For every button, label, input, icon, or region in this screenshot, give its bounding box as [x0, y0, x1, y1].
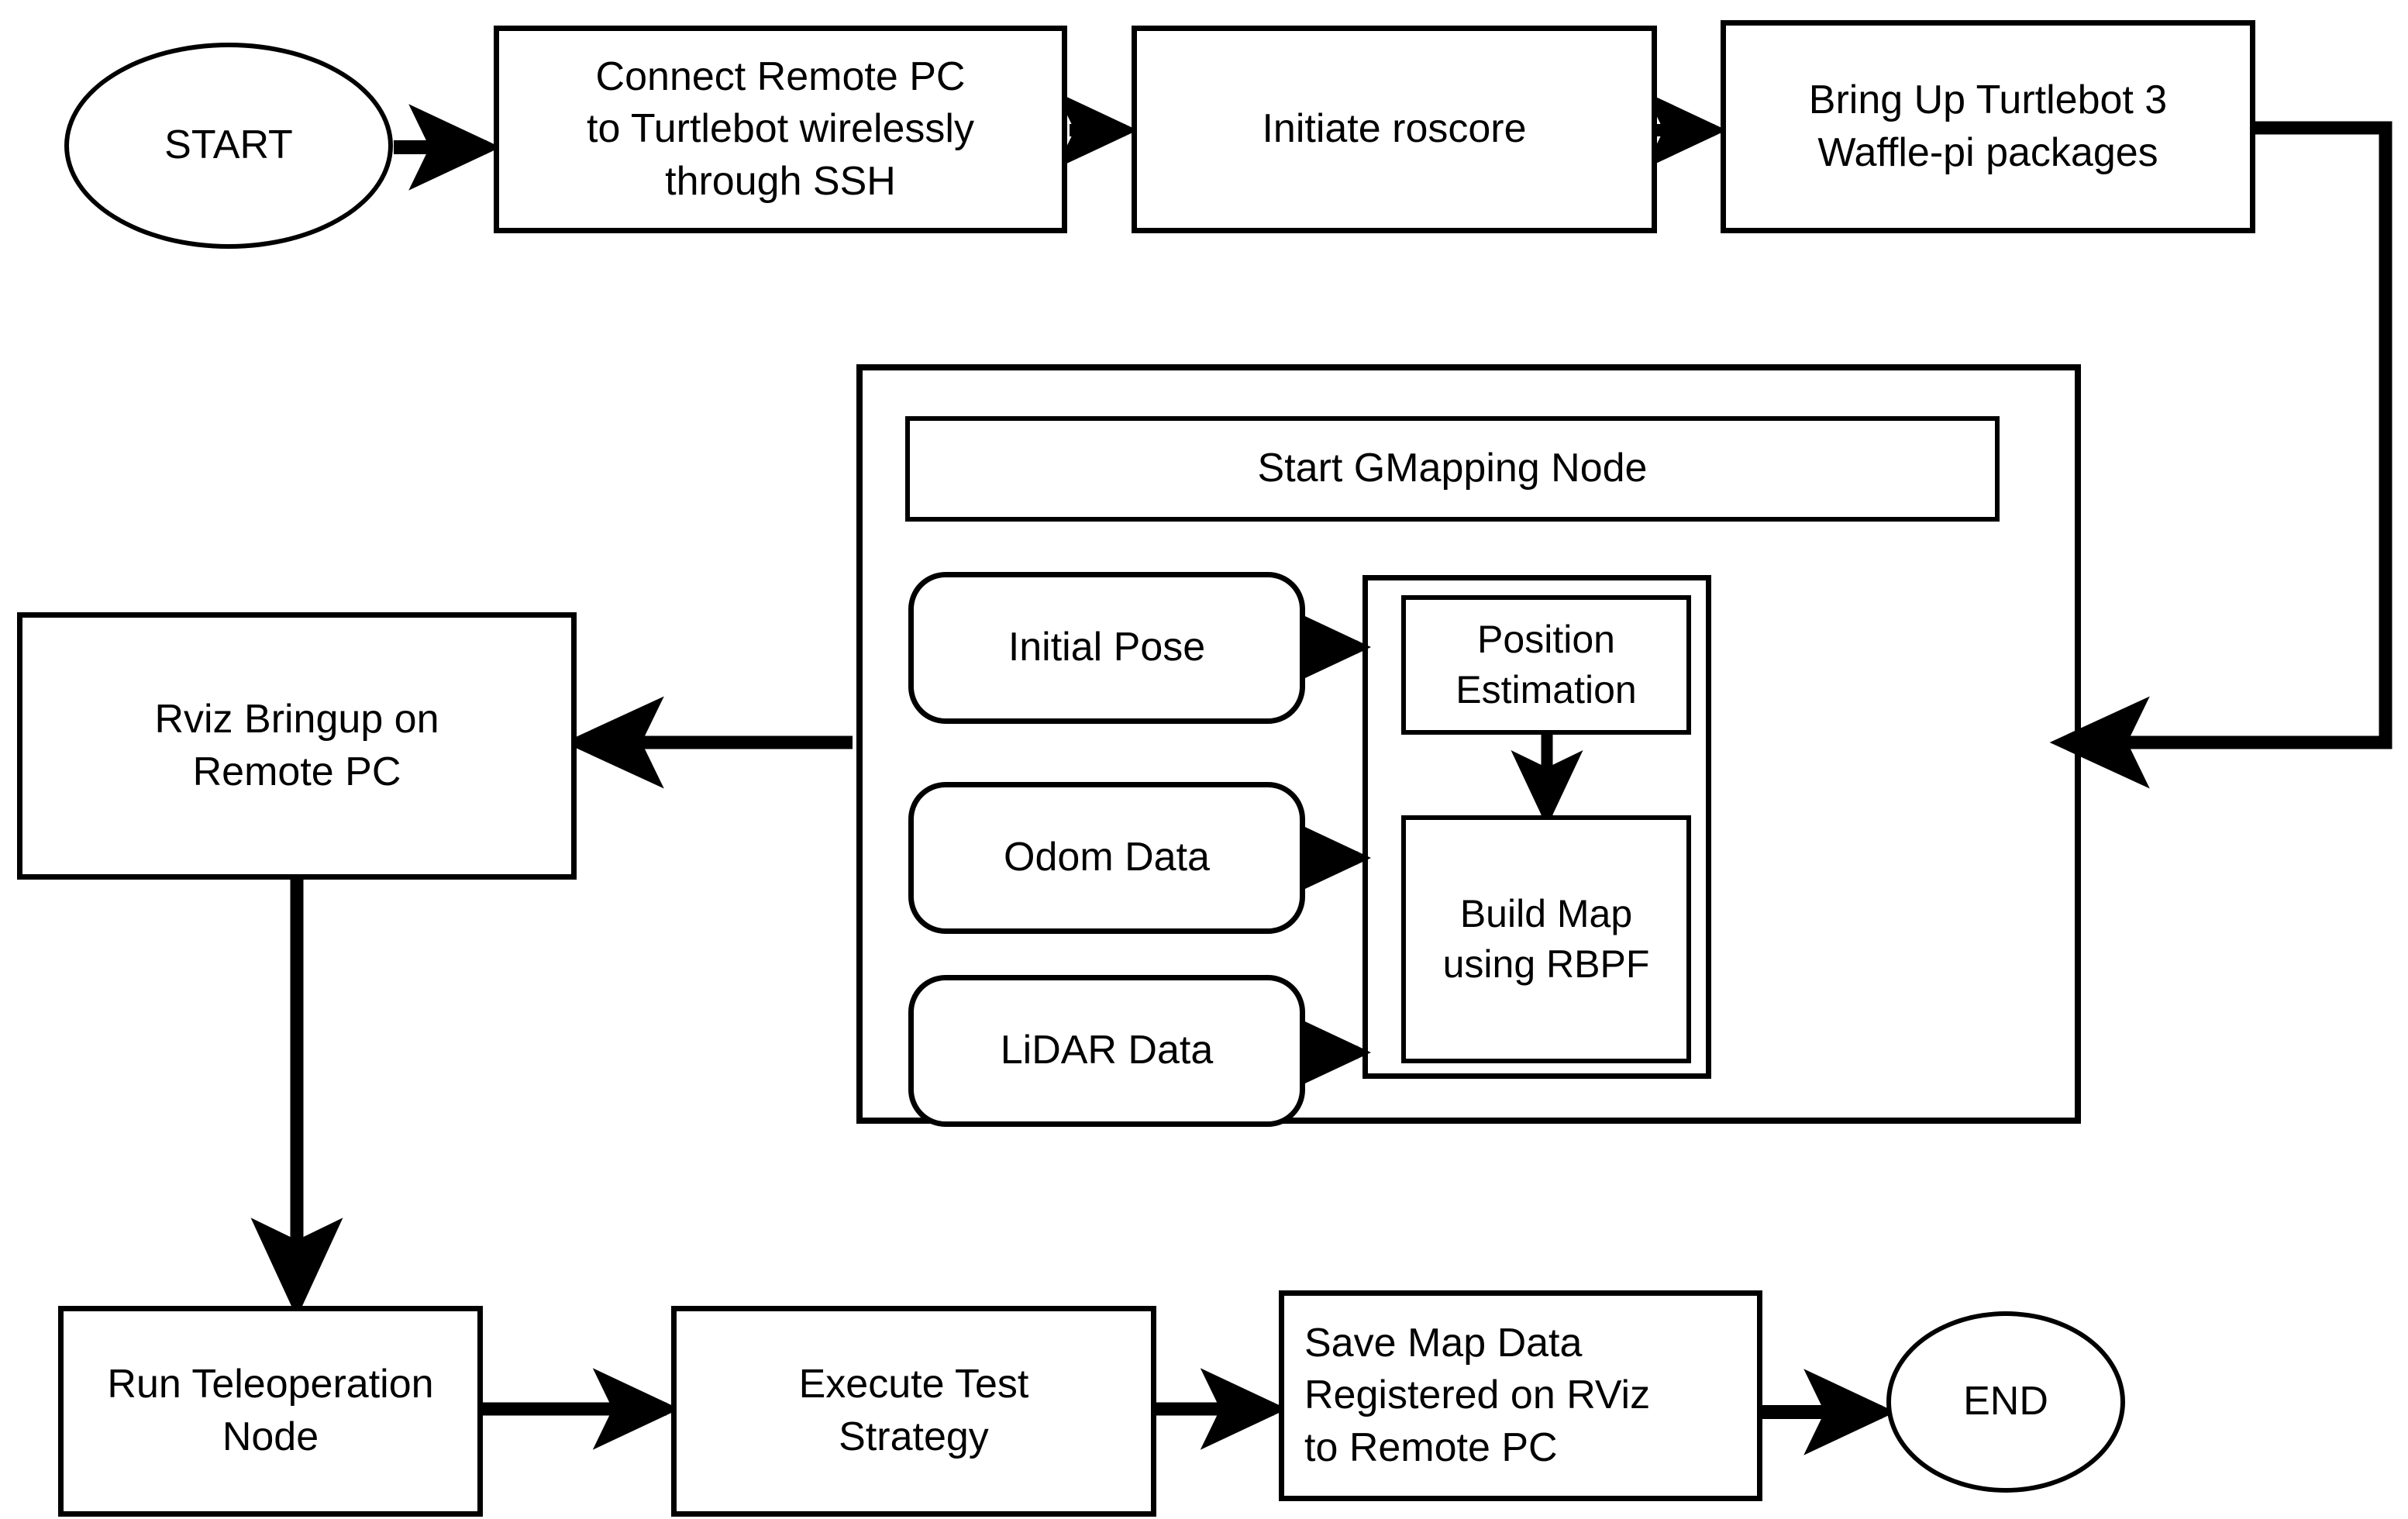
node-execute-test[interactable]: Execute Test Strategy: [671, 1306, 1156, 1517]
node-initial-pose-label: Initial Pose: [1008, 625, 1206, 670]
node-lidar-data-label: LiDAR Data: [1000, 1028, 1214, 1073]
node-teleop-label: Run Teleoperation Node: [107, 1362, 434, 1459]
node-execute-test-label: Execute Test Strategy: [798, 1362, 1029, 1459]
node-odom-data-label: Odom Data: [1004, 835, 1210, 880]
node-bringup-label: Bring Up Turtlebot 3 Waffle-pi packages: [1808, 77, 2168, 175]
node-save-map[interactable]: Save Map Data Registered on RViz to Remo…: [1279, 1290, 1762, 1501]
node-rviz-bringup[interactable]: Rviz Bringup on Remote PC: [17, 612, 577, 880]
node-bringup[interactable]: Bring Up Turtlebot 3 Waffle-pi packages: [1721, 20, 2255, 233]
node-end[interactable]: END: [1886, 1311, 2125, 1493]
node-position-estimation-label: Position Estimation: [1455, 618, 1637, 711]
node-position-estimation[interactable]: Position Estimation: [1401, 595, 1691, 735]
node-initial-pose[interactable]: Initial Pose: [908, 572, 1305, 724]
node-teleop[interactable]: Run Teleoperation Node: [58, 1306, 483, 1517]
node-start-label: START: [164, 122, 293, 168]
node-connect-ssh[interactable]: Connect Remote PC to Turtlebot wirelessl…: [494, 26, 1067, 233]
node-odom-data[interactable]: Odom Data: [908, 782, 1305, 934]
node-roscore-label: Initiate roscore: [1262, 106, 1527, 152]
node-build-map[interactable]: Build Map using RBPF: [1401, 815, 1691, 1063]
node-lidar-data[interactable]: LiDAR Data: [908, 975, 1305, 1127]
node-rviz-bringup-label: Rviz Bringup on Remote PC: [154, 696, 439, 794]
node-connect-ssh-label: Connect Remote PC to Turtlebot wirelessl…: [587, 53, 974, 204]
node-save-map-label: Save Map Data Registered on RViz to Remo…: [1304, 1320, 1651, 1470]
node-start-gmapping-label: Start GMapping Node: [1257, 446, 1648, 491]
node-start[interactable]: START: [64, 43, 393, 249]
node-end-label: END: [1963, 1379, 2048, 1424]
node-roscore[interactable]: Initiate roscore: [1132, 26, 1657, 233]
node-build-map-label: Build Map using RBPF: [1442, 892, 1650, 986]
node-start-gmapping[interactable]: Start GMapping Node: [905, 416, 2000, 522]
